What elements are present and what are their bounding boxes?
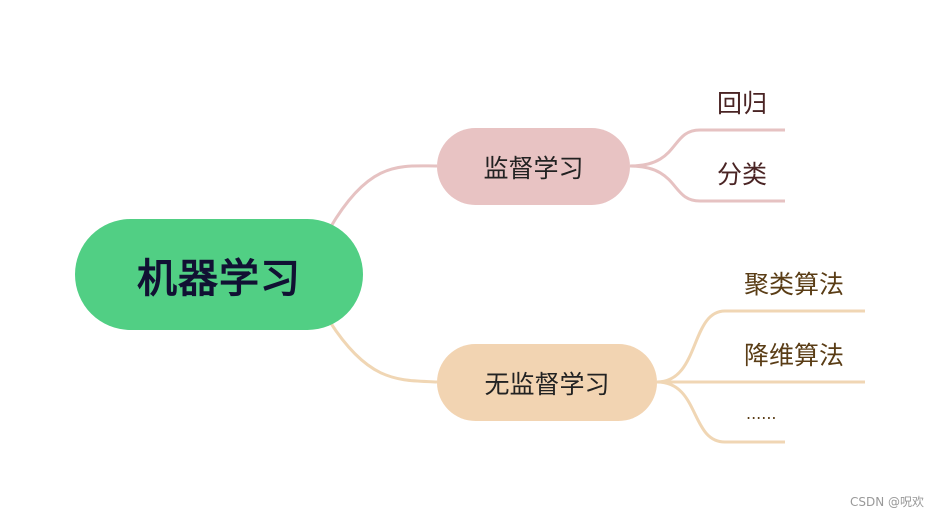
link-supervised-classification	[629, 164, 785, 203]
leaf-node-dimensionality-reduction[interactable]: 降维算法	[744, 341, 845, 370]
leaf-node-classification[interactable]: 分类	[717, 160, 768, 189]
leaf-node-more[interactable]: ......	[746, 404, 777, 423]
leaf-node-clustering[interactable]: 聚类算法	[744, 270, 845, 299]
root-node[interactable]: 机器学习	[75, 219, 363, 330]
link-unsupervised-more	[656, 380, 785, 444]
link-root-supervised	[328, 164, 438, 229]
branch-node-supervised[interactable]: 监督学习	[437, 128, 630, 205]
link-root-unsupervised	[328, 321, 438, 384]
link-unsupervised-clustering	[656, 309, 865, 384]
branch-node-unsupervised[interactable]: 无监督学习	[437, 344, 657, 421]
link-supervised-regression	[629, 128, 785, 168]
watermark-text: CSDN @呪欢	[849, 495, 924, 509]
leaf-node-regression[interactable]: 回归	[717, 89, 768, 118]
